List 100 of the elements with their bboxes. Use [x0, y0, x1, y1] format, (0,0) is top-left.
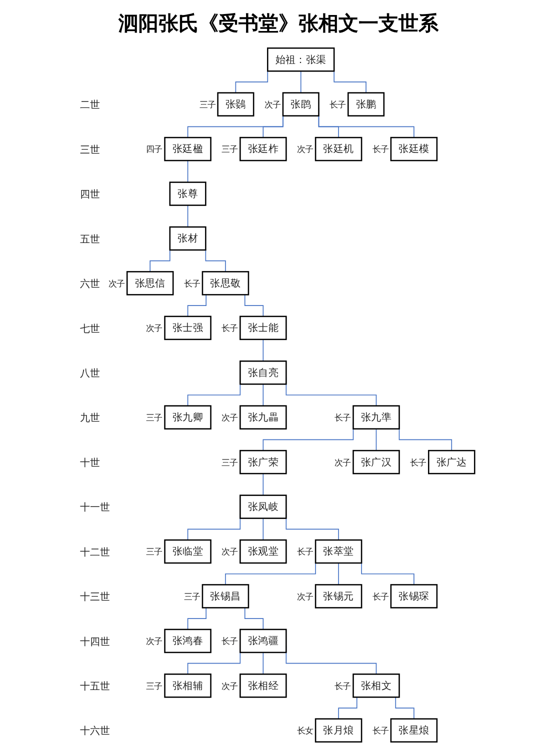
node-box: 张鷃: [217, 92, 254, 116]
generation-label: 三世: [80, 144, 100, 156]
child-rank-label: 长女: [297, 726, 313, 736]
generation-label: 十世: [80, 458, 100, 469]
node-box: 张广荣: [240, 450, 287, 474]
child-rank-label: 长子: [334, 680, 351, 691]
child-rank-label: 三子: [146, 546, 162, 557]
child-rank-label: 长子: [184, 278, 200, 288]
node-box: 张广达: [428, 450, 476, 474]
node-box: 张星烺: [390, 718, 438, 743]
connector: [334, 70, 366, 94]
node-box: 张鹍: [282, 92, 320, 116]
generation-label: 十一世: [80, 502, 110, 514]
connector: [262, 339, 264, 362]
child-rank-label: 次子: [146, 323, 162, 334]
child-rank-label: 次子: [297, 591, 313, 602]
connector: [244, 607, 264, 630]
child-rank-label: 长子: [330, 100, 346, 110]
connector: [262, 384, 264, 406]
generation-label: 六世: [80, 279, 100, 290]
child-rank-label: 次子: [222, 412, 238, 423]
node-box: 张凤岐: [240, 494, 287, 519]
node-box: 张九畾: [240, 405, 287, 430]
connector: [376, 428, 377, 451]
child-rank-label: 长子: [222, 636, 238, 646]
connector: [300, 70, 302, 94]
child-rank-label: 长子: [410, 457, 426, 468]
connector: [205, 248, 226, 272]
node-box: 张相文: [352, 674, 400, 698]
generation-label: 十四世: [80, 636, 110, 648]
node-box: 张月烺: [314, 718, 362, 743]
node-box: 张自亮: [240, 360, 287, 385]
node-box: 张锡昌: [202, 584, 250, 608]
child-rank-label: 次子: [297, 144, 313, 154]
child-rank-label: 次子: [334, 457, 351, 468]
child-rank-label: 长子: [222, 323, 238, 334]
node-box: 张材: [169, 226, 206, 251]
node-box: 张思敬: [202, 271, 250, 296]
connector: [235, 70, 268, 94]
child-rank-label: 三子: [146, 412, 162, 423]
child-rank-label: 三子: [146, 680, 162, 691]
node-box: 张九卿: [164, 405, 212, 430]
generation-label: 二世: [80, 100, 100, 112]
generation-label: 五世: [80, 234, 100, 246]
title: 泗阳张氏《受书堂》张相文一支世系: [117, 10, 440, 37]
child-rank-label: 三子: [184, 591, 200, 602]
generation-label: 四世: [80, 190, 100, 201]
generation-label: 七世: [80, 324, 100, 335]
generation-label: 十三世: [80, 592, 110, 604]
child-rank-label: 长子: [297, 546, 313, 557]
child-rank-label: 次子: [146, 636, 162, 646]
node-box: 张廷柞: [240, 136, 287, 162]
child-rank-label: 长子: [372, 144, 388, 154]
node-box: 张士能: [240, 316, 287, 340]
connector: [262, 473, 264, 496]
child-rank-label: 长子: [334, 412, 351, 423]
node-box: 张廷楹: [164, 136, 212, 162]
connector: [262, 518, 264, 540]
child-rank-label: 四子: [146, 144, 162, 154]
child-rank-label: 长子: [372, 591, 388, 602]
generation-label: 十二世: [80, 547, 110, 558]
child-rank-label: 次子: [222, 546, 238, 557]
node-box: 张鸿春: [164, 628, 212, 654]
node-box: 张观堂: [240, 539, 287, 564]
node-box: 始祖：张渠: [267, 47, 335, 72]
connector: [187, 160, 188, 183]
child-rank-label: 三子: [199, 100, 216, 110]
connector: [262, 114, 284, 138]
child-rank-label: 三子: [222, 144, 238, 154]
connector: [395, 696, 414, 720]
node-box: 张相辅: [164, 674, 212, 698]
generation-label: 九世: [80, 413, 100, 424]
node-box: 张思信: [126, 271, 174, 296]
node-box: 张锡元: [314, 584, 362, 608]
child-rank-label: 三子: [222, 457, 238, 468]
connector: [187, 294, 206, 317]
node-box: 张萃堂: [314, 539, 362, 564]
node-box: 张广汉: [352, 450, 400, 474]
connector: [187, 204, 188, 228]
connector: [338, 562, 339, 586]
node-box: 张临堂: [164, 539, 212, 564]
node-box: 张鹏: [348, 92, 385, 116]
child-rank-label: 次子: [264, 100, 280, 110]
child-rank-label: 长子: [372, 726, 388, 736]
generation-label: 十五世: [80, 682, 110, 692]
node-box: 张鸿疆: [240, 628, 287, 654]
node-box: 张锡琛: [390, 584, 438, 608]
child-rank-label: 次子: [108, 278, 125, 288]
connector: [187, 607, 206, 630]
node-box: 张廷机: [314, 136, 362, 162]
connector: [338, 696, 358, 720]
child-rank-label: 次子: [222, 680, 238, 691]
node-box: 张廷模: [390, 136, 438, 162]
node-box: 张相经: [240, 674, 287, 698]
connector: [244, 294, 264, 317]
node-box: 张九準: [352, 405, 400, 430]
generation-label: 十六世: [80, 726, 110, 738]
connector: [150, 248, 170, 272]
node-box: 张尊: [169, 182, 206, 206]
generation-label: 八世: [80, 368, 100, 380]
